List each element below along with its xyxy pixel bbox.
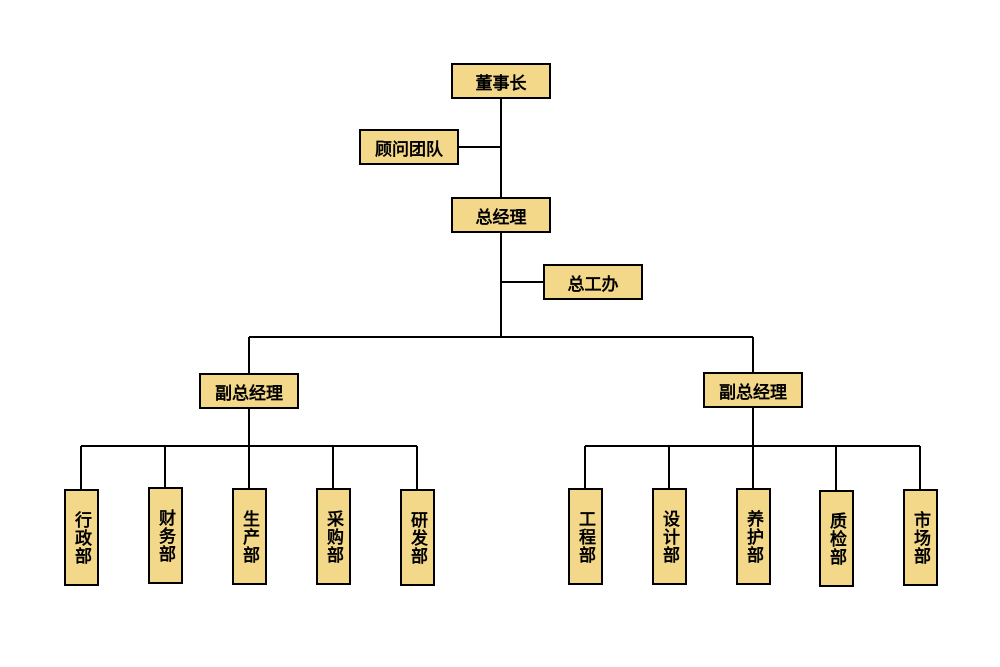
dept-production-box: 生产部 <box>232 488 267 585</box>
left-deputy-gm-box: 副总经理 <box>199 373 299 409</box>
dept-finance-box: 财务部 <box>148 487 183 584</box>
dept-rnd-box: 研发部 <box>400 489 435 586</box>
gm-office-box: 总工办 <box>543 264 643 300</box>
dept-marketing-box: 市场部 <box>903 489 938 586</box>
general-manager-box: 总经理 <box>451 197 551 233</box>
dept-design-box: 设计部 <box>652 488 687 585</box>
dept-quality-box: 质检部 <box>819 490 854 587</box>
advisors-box: 顾问团队 <box>359 129 459 165</box>
dept-engineering-box: 工程部 <box>568 488 603 585</box>
dept-maintenance-box: 养护部 <box>736 488 771 585</box>
right-deputy-gm-box: 副总经理 <box>703 372 803 408</box>
chairman-box: 董事长 <box>451 63 551 99</box>
dept-purchasing-box: 采购部 <box>316 488 351 585</box>
dept-admin-box: 行政部 <box>64 489 99 586</box>
